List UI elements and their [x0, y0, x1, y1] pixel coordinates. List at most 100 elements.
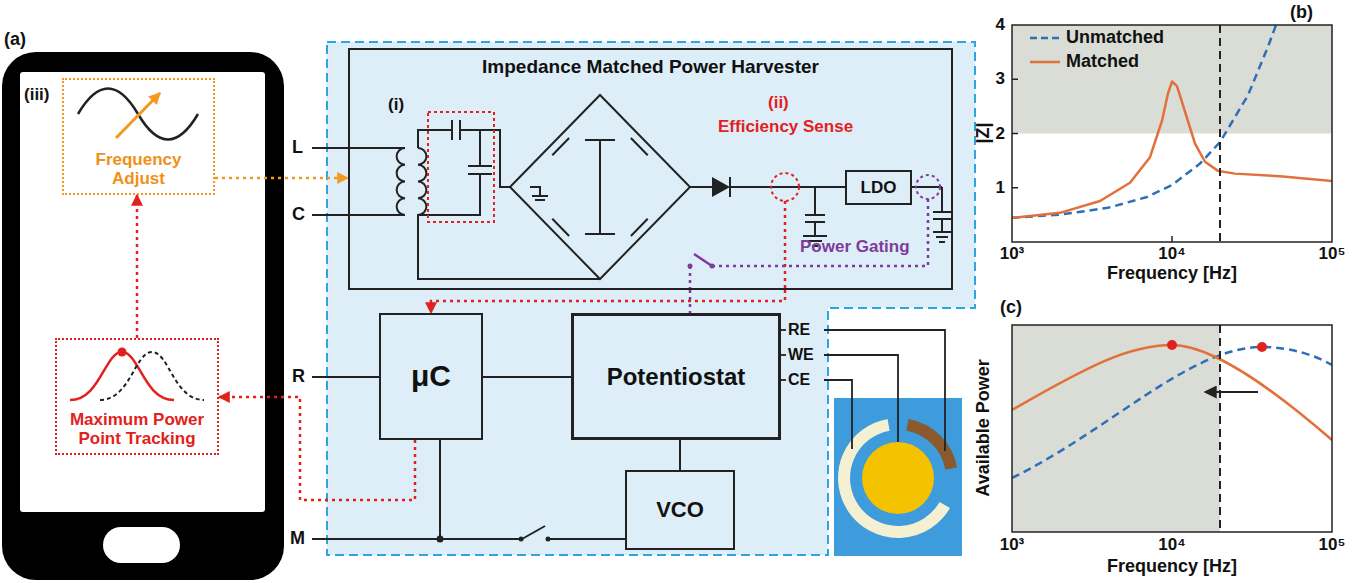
callout-number: (iii)	[24, 86, 50, 105]
panel-label: (c)	[1000, 298, 1022, 318]
switch-contact	[519, 537, 524, 542]
ground-symbol	[936, 236, 948, 238]
wire	[439, 440, 441, 539]
wire	[690, 186, 712, 188]
legend-text: Matched	[1066, 52, 1139, 72]
tick	[1012, 133, 1018, 135]
panel-label: (b)	[1290, 3, 1313, 23]
wire	[312, 538, 520, 540]
node-text: Impedance Matched Power Harvester	[482, 56, 819, 78]
matched-curve	[1012, 345, 1332, 440]
wire	[781, 329, 786, 331]
wire	[824, 355, 898, 442]
ground-symbol	[803, 235, 827, 237]
capacitor-plate	[805, 214, 825, 216]
wire	[941, 219, 943, 232]
wire	[814, 187, 816, 215]
wire	[479, 130, 481, 166]
cross-coupling	[585, 233, 615, 235]
tick	[1171, 236, 1173, 242]
wire	[530, 187, 540, 196]
cross-coupling	[599, 140, 601, 234]
plot-frame	[1012, 325, 1332, 532]
junction-dot	[437, 536, 444, 543]
wire	[312, 147, 405, 149]
shifted-power-curve	[100, 352, 204, 400]
axis-title: Available Power	[974, 359, 994, 496]
wire	[312, 376, 379, 378]
node-text: μC	[411, 359, 451, 394]
gating-lead	[689, 266, 692, 290]
ground-symbol	[939, 241, 945, 243]
tick-label: 10⁵	[1319, 536, 1346, 555]
axis-title: Frequency [Hz]	[1107, 264, 1237, 284]
ground-symbol	[532, 195, 548, 197]
primary-coil	[397, 148, 405, 215]
ground-symbol	[535, 199, 545, 201]
secondary-coil	[418, 148, 426, 215]
switch-contact	[546, 537, 551, 542]
tick-label: 10³	[1000, 245, 1025, 264]
diode	[712, 177, 730, 197]
panel-label: (a)	[4, 30, 26, 50]
matching-network-outline	[428, 112, 494, 222]
connector	[679, 440, 681, 470]
sine-wave	[78, 89, 198, 140]
switch-contact	[710, 264, 715, 269]
capacitor-plate	[468, 165, 492, 167]
transistor-gate	[552, 138, 569, 155]
transistor-gate	[631, 138, 648, 155]
unmatched-curve	[1012, 25, 1276, 218]
unmatched-curve	[1012, 347, 1332, 478]
shift-arrow	[1205, 391, 1258, 393]
wire	[730, 186, 845, 188]
wire	[418, 174, 600, 279]
pin-name: L	[292, 138, 303, 158]
shaded-band	[1012, 25, 1332, 134]
annotation: Efficiency Sense	[718, 118, 853, 137]
capacitor-plate	[451, 120, 453, 140]
rectifier-bridge	[510, 95, 690, 279]
pin-name: M	[290, 529, 305, 549]
tick-label: 10⁴	[1158, 245, 1185, 264]
cutoff-line	[1219, 25, 1221, 242]
wire	[941, 187, 943, 212]
plot-frame	[1012, 25, 1332, 242]
curve-group	[1012, 25, 1332, 218]
tick	[1012, 79, 1018, 81]
efficiency-sense-probe	[771, 173, 799, 201]
legend-sample	[1030, 37, 1060, 40]
potentiostat-box: Potentiostat	[571, 313, 781, 440]
gating-switch	[694, 254, 712, 266]
phone-body	[2, 52, 284, 580]
power-curves	[1012, 345, 1332, 478]
sense-lead	[784, 201, 787, 290]
power-curve	[70, 352, 174, 400]
peak-dot	[118, 348, 127, 357]
wire	[418, 130, 452, 148]
ldo-box: LDO	[845, 170, 912, 205]
impedance-curves	[1012, 25, 1332, 218]
matched-curve	[1012, 82, 1332, 218]
wire	[460, 130, 510, 187]
power-gating-probe	[916, 175, 940, 199]
mppt-box: Maximum Power Point Tracking	[55, 338, 219, 455]
chip-region	[327, 42, 975, 555]
wire	[824, 380, 852, 449]
microcontroller-box: μC	[379, 313, 483, 440]
tick	[1012, 187, 1018, 189]
tick-label: 4	[996, 16, 1005, 35]
pin-name: R	[292, 367, 305, 387]
cutoff-line	[1219, 325, 1221, 532]
pin-wires	[312, 148, 625, 539]
capacitor-plate	[933, 211, 951, 213]
tick-label: 10⁵	[1319, 245, 1346, 264]
transistor-gate	[631, 219, 648, 236]
gating-lead	[712, 199, 928, 266]
working-electrode	[862, 442, 934, 514]
vco-box: VCO	[625, 470, 735, 550]
node-text: Potentiostat	[607, 363, 746, 391]
axis-title: |Z|	[974, 122, 994, 143]
frequency-adjust-box: Frequency Adjust	[62, 78, 215, 195]
tick-label: 10³	[1000, 536, 1025, 555]
